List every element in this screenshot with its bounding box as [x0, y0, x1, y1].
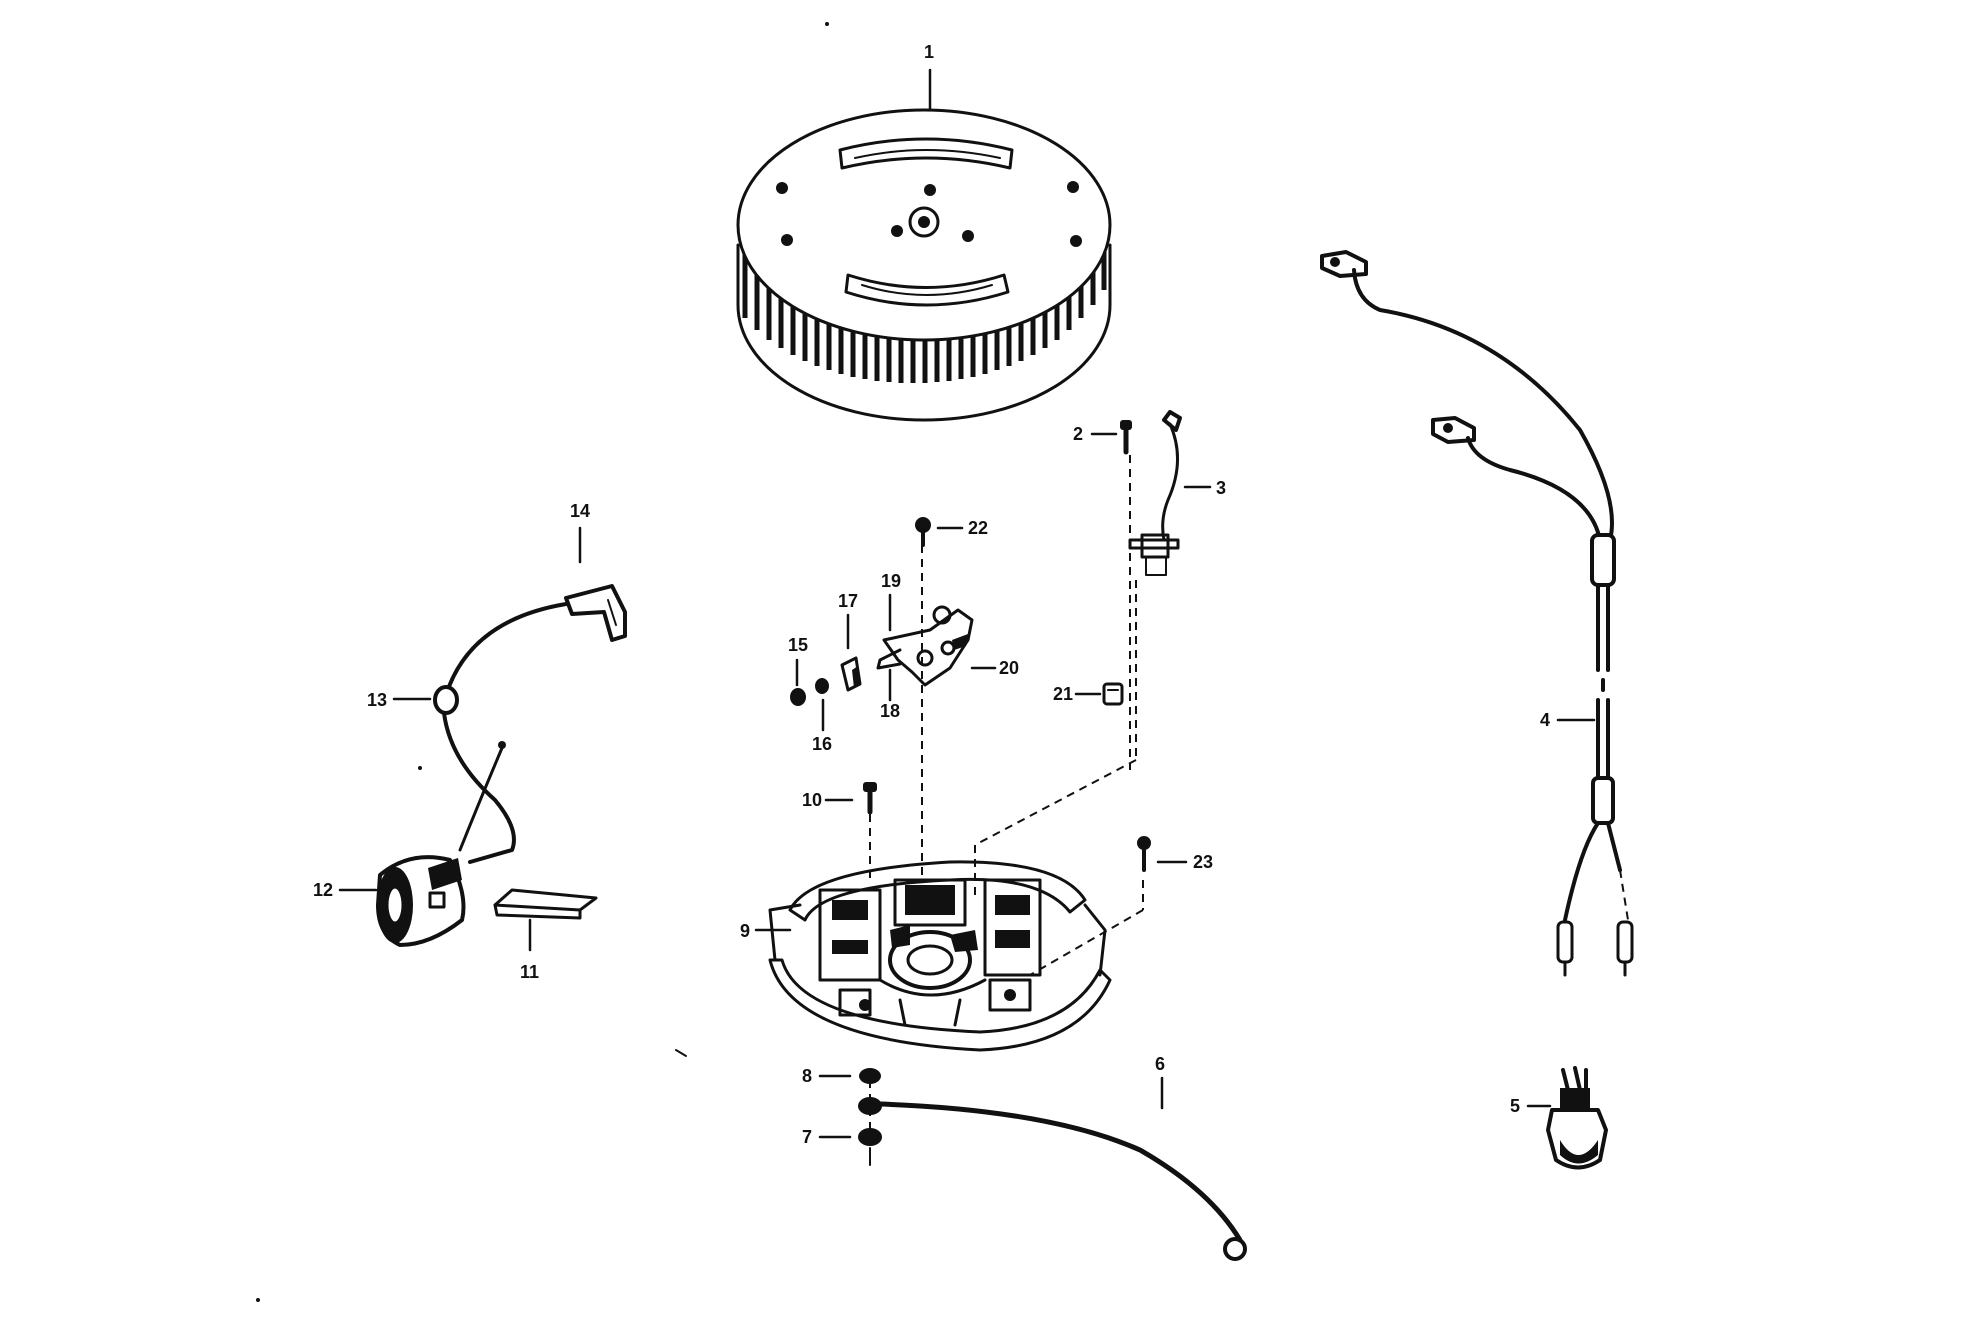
callout-10: 10 [802, 790, 822, 810]
callout-3: 3 [1216, 478, 1226, 498]
callout-7: 7 [802, 1127, 812, 1147]
high-tension-lead-13 [433, 602, 568, 864]
callout-6: 6 [1155, 1054, 1165, 1074]
callout-5: 5 [1510, 1096, 1520, 1116]
washer-16 [815, 678, 829, 694]
callout-17: 17 [838, 591, 858, 611]
wick-21 [1102, 682, 1124, 706]
callout-15: 15 [788, 635, 808, 655]
wiring-harness-4 [1320, 250, 1634, 977]
armature-plate-9 [768, 860, 1112, 1052]
callout-13: 13 [367, 690, 387, 710]
callout-18: 18 [880, 701, 900, 721]
callout-9: 9 [740, 921, 750, 941]
screw-2 [1120, 420, 1132, 455]
ignition-coil-12 [376, 855, 466, 947]
flywheel [736, 108, 1112, 422]
screw-10 [863, 782, 877, 815]
screw-23 [1137, 836, 1151, 872]
ground-strap-6 [858, 1097, 1247, 1261]
washer-7 [858, 1128, 882, 1146]
assembly-lines [869, 455, 1144, 1160]
screw-22 [915, 517, 931, 547]
breaker-points-20 [876, 605, 974, 687]
callout-8: 8 [802, 1066, 812, 1086]
callout-20: 20 [999, 658, 1019, 678]
callout-4: 4 [1540, 710, 1550, 730]
connector-plug-5 [1546, 1066, 1608, 1170]
callout-14: 14 [570, 501, 590, 521]
callout-19: 19 [881, 571, 901, 591]
washer-8 [859, 1068, 881, 1084]
cam-follower-17 [840, 656, 862, 692]
callout-2: 2 [1073, 424, 1083, 444]
callout-22: 22 [968, 518, 988, 538]
ground-wire-3 [1128, 410, 1182, 576]
spark-plug-boot-14 [564, 584, 627, 642]
lamination-clip-11 [493, 888, 598, 920]
washer-15 [790, 688, 806, 706]
callout-23: 23 [1193, 852, 1213, 872]
callout-11: 11 [520, 962, 539, 982]
callout-16: 16 [812, 734, 832, 754]
callout-12: 12 [313, 880, 333, 900]
callout-21: 21 [1053, 684, 1073, 704]
callout-1: 1 [924, 42, 934, 62]
